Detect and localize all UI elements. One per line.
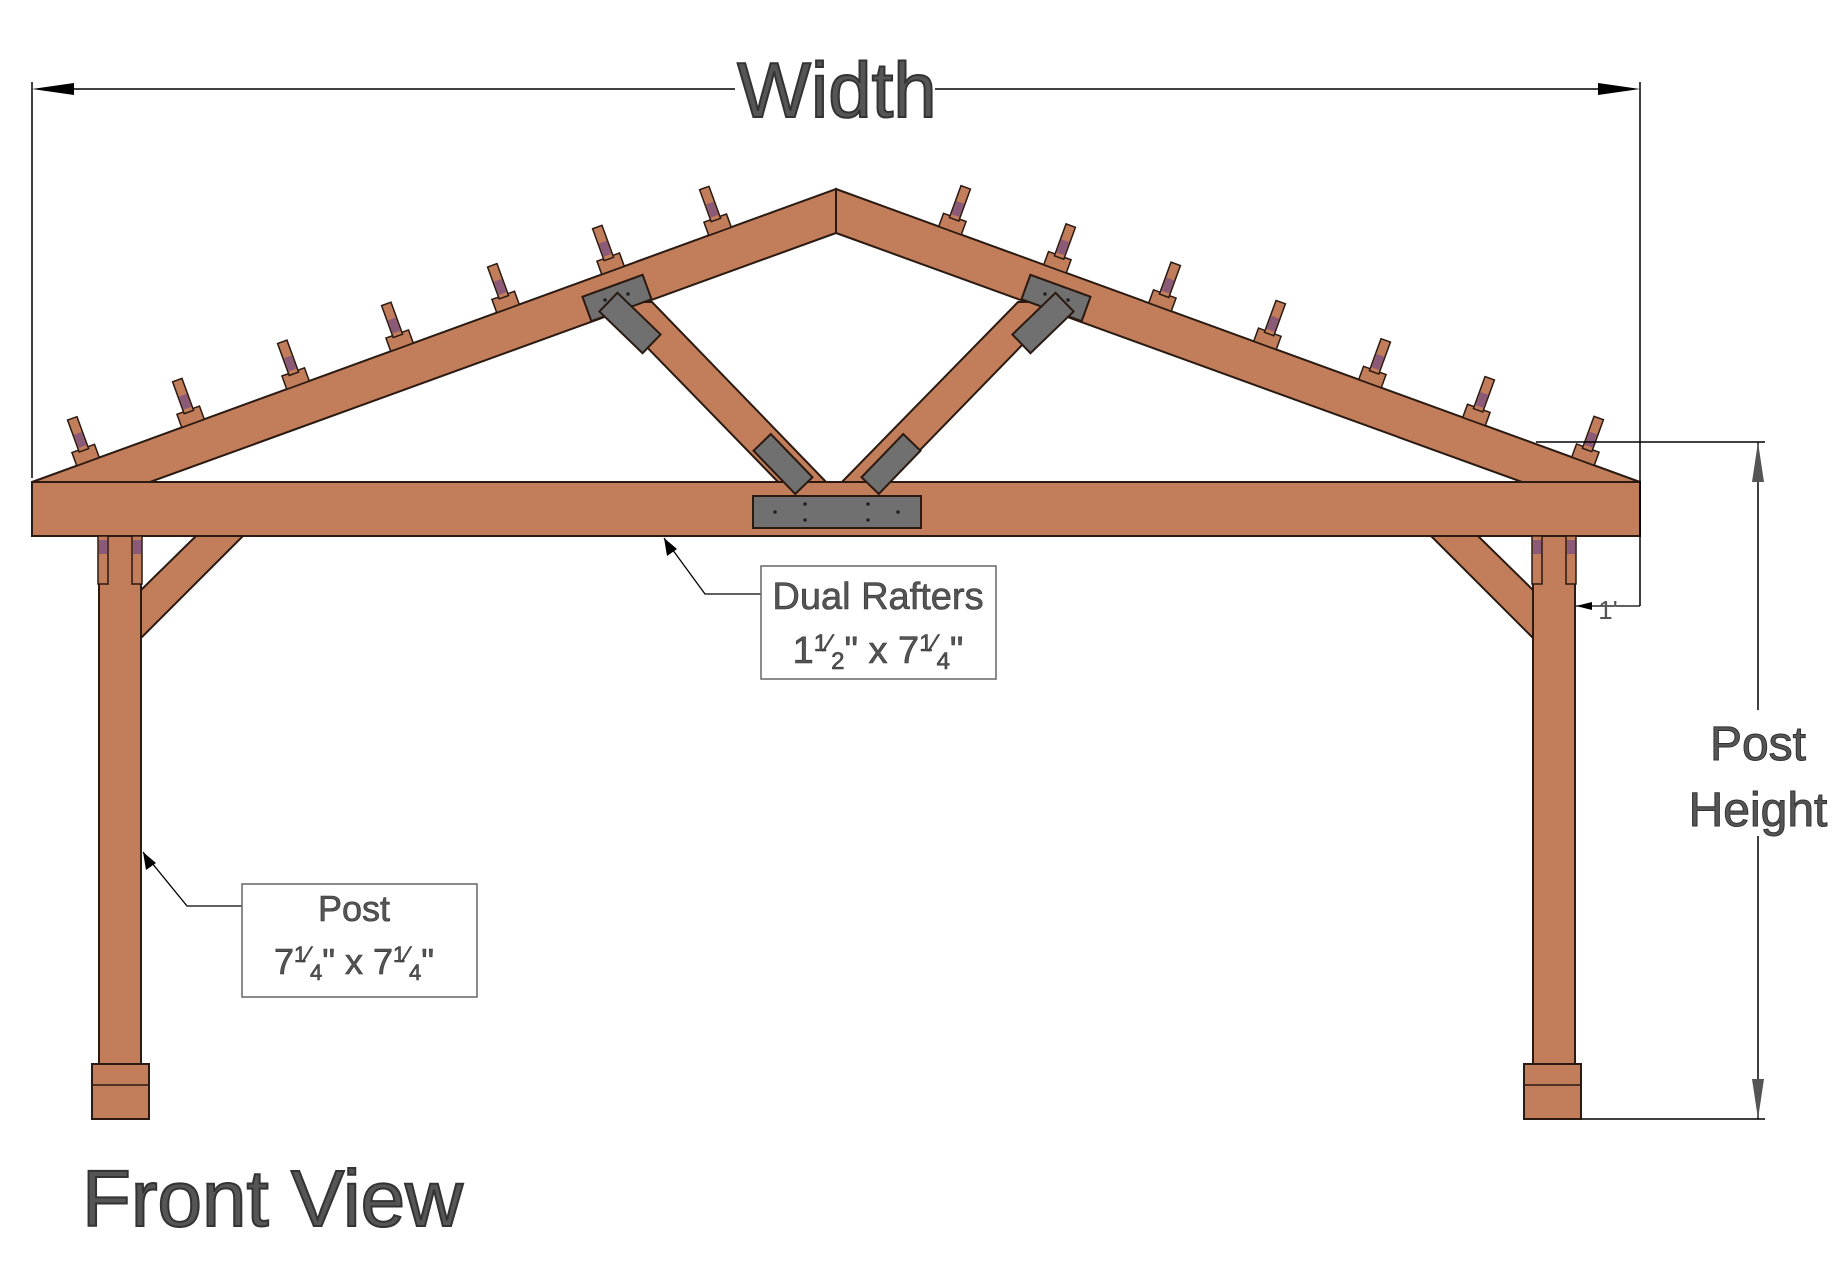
roof-purlins bbox=[66, 184, 1605, 467]
view-title: Front View bbox=[82, 1154, 463, 1243]
rafters-callout-dimensions: 11⁄2" x 71⁄4" bbox=[793, 630, 964, 675]
post-height-dimension bbox=[1536, 441, 1765, 1120]
right-knee-brace bbox=[1428, 535, 1534, 641]
left-brace-plate bbox=[597, 291, 663, 355]
left-knee-brace bbox=[140, 535, 246, 641]
rafters-callout-box bbox=[760, 565, 997, 680]
purlin-R-5 bbox=[1357, 337, 1392, 389]
post-callout-box bbox=[241, 883, 478, 998]
overhang-label: 1' bbox=[1598, 595, 1617, 625]
purlin-L-1 bbox=[66, 415, 101, 467]
purlin-R-7 bbox=[1570, 415, 1605, 467]
purlin-R-3 bbox=[1147, 261, 1182, 313]
post-callout-title: Post bbox=[318, 888, 390, 929]
right-brace-plate bbox=[1010, 291, 1076, 355]
purlin-L-3 bbox=[276, 339, 311, 391]
purlin-L-2 bbox=[171, 377, 206, 429]
right-post bbox=[1532, 535, 1576, 1065]
steel-plates bbox=[581, 273, 1092, 529]
post-callout-dimensions: 71⁄4" x 71⁄4" bbox=[274, 941, 434, 985]
purlin-R-2 bbox=[1042, 222, 1077, 274]
center-gusset-plate bbox=[752, 495, 922, 529]
post-top-tabs bbox=[97, 535, 1577, 585]
purlin-R-1 bbox=[937, 184, 972, 236]
left-post bbox=[98, 535, 142, 1065]
rafters-callout-leader bbox=[663, 537, 761, 595]
post-callout-leader bbox=[142, 851, 242, 907]
purlin-L-7 bbox=[698, 185, 733, 237]
purlin-L-5 bbox=[486, 262, 521, 314]
purlin-R-6 bbox=[1461, 375, 1496, 427]
width-label: Width bbox=[737, 46, 936, 134]
right-lower-plate bbox=[860, 432, 922, 496]
purlin-L-4 bbox=[380, 301, 415, 353]
post-height-label-line2: Height bbox=[1689, 784, 1828, 837]
post-height-label-line1: Post bbox=[1710, 718, 1806, 771]
purlin-L-6 bbox=[591, 224, 626, 276]
purlin-R-4 bbox=[1252, 299, 1287, 351]
right-post-base bbox=[1523, 1063, 1582, 1120]
width-dimension bbox=[31, 82, 1641, 606]
rafters-callout-title: Dual Rafters bbox=[772, 576, 983, 618]
left-lower-plate bbox=[752, 432, 814, 496]
left-post-base bbox=[91, 1063, 150, 1120]
